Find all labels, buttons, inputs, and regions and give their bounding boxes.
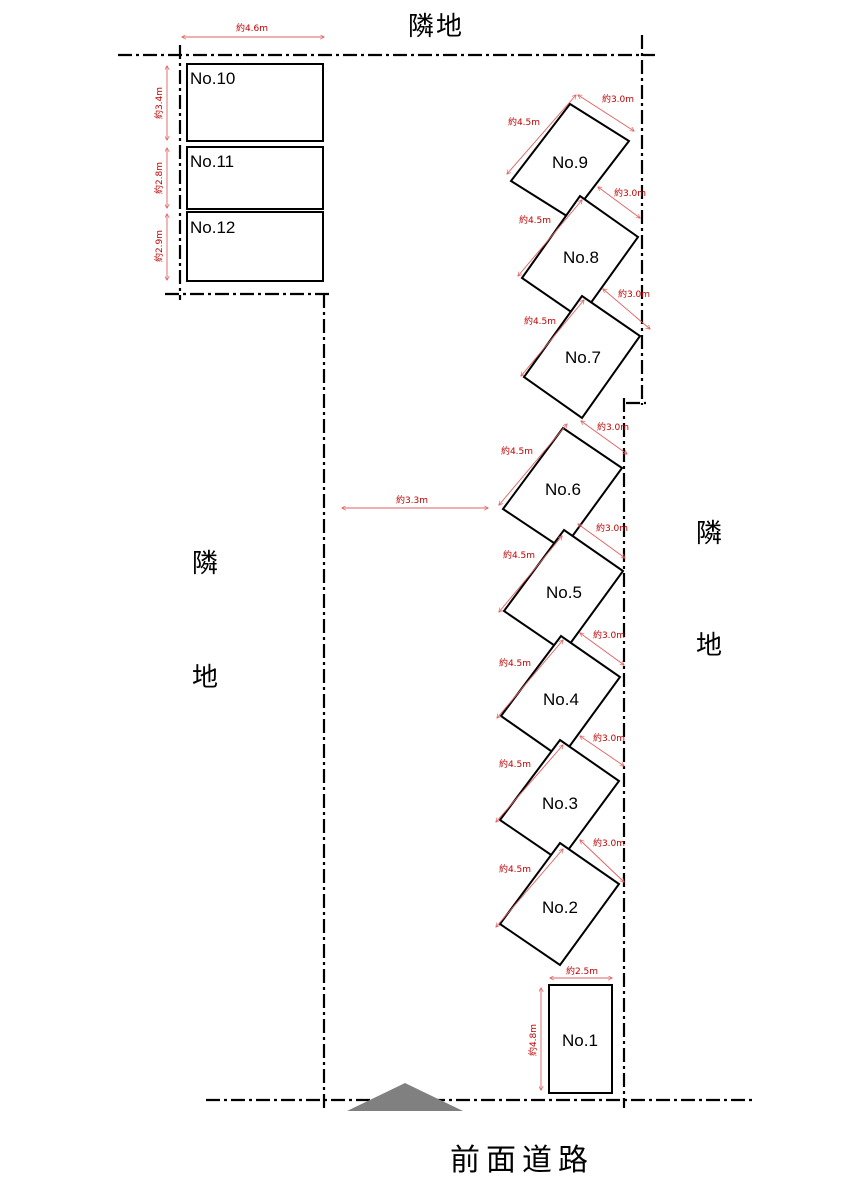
dim-no9-length: 約4.5m	[508, 116, 540, 128]
dim-no5-width: 約3.0m	[596, 522, 628, 534]
dim-no9-width: 約3.0m	[602, 93, 634, 105]
slot-no4-label: No.4	[543, 690, 579, 709]
slot-no7: No.7 約4.5m 約3.0m	[521, 288, 650, 420]
dim-no10-depth: 約3.4m	[153, 87, 165, 119]
dim-no4-width: 約3.0m	[593, 629, 625, 641]
dim-no7-width: 約3.0m	[618, 288, 650, 300]
dim-no3-width: 約3.0m	[593, 732, 625, 744]
dim-aisle: 約3.3m	[396, 494, 428, 506]
slot-no3: No.3 約4.5m 約3.0m	[496, 732, 625, 863]
slot-no3-label: No.3	[542, 794, 578, 813]
slot-no1-label: No.1	[562, 1031, 598, 1050]
slot-no1: No.1	[548, 984, 613, 1094]
dim-no8-width: 約3.0m	[614, 187, 646, 199]
slot-no9-label: No.9	[552, 153, 588, 172]
dim-no6-length: 約4.5m	[501, 445, 533, 457]
dim-no12-depth: 約2.9m	[153, 230, 165, 262]
slot-no6-label: No.6	[545, 480, 581, 499]
slot-no12: No.12	[186, 211, 324, 282]
entrance-triangle-icon	[347, 1083, 463, 1111]
label-front-road: 前面道路	[450, 1143, 594, 1178]
dim-no8-length: 約4.5m	[519, 214, 551, 226]
dim-no2-length: 約4.5m	[499, 863, 531, 875]
slot-no11-label: No.11	[190, 152, 234, 171]
slot-no7-label: No.7	[565, 348, 601, 367]
dim-no1-width: 約2.5m	[566, 965, 598, 977]
dim-top-width: 約4.6m	[236, 22, 268, 34]
slot-no10-label: No.10	[190, 69, 235, 88]
label-neighbor-left-1: 隣	[192, 549, 220, 579]
dim-no11-depth: 約2.8m	[153, 162, 165, 194]
slot-no10: No.10	[186, 63, 324, 142]
dim-no1-length: 約4.8m	[527, 1024, 539, 1056]
label-neighbor-right-2: 地	[696, 631, 724, 661]
dim-no5-length: 約4.5m	[503, 549, 535, 561]
dim-no4-length: 約4.5m	[499, 657, 531, 669]
slot-no4: No.4 約4.5m 約3.0m	[497, 629, 625, 760]
label-neighbor-right-1: 隣	[696, 519, 724, 549]
slot-no11: No.11	[186, 146, 324, 210]
slot-no2: No.2 約4.5m 約3.0m	[496, 837, 625, 967]
label-neighbor-top: 隣地	[408, 12, 464, 42]
dim-no3-length: 約4.5m	[499, 758, 531, 770]
slot-no9: No.9 約4.5m 約3.0m	[507, 93, 634, 220]
slot-no5-label: No.5	[546, 583, 582, 602]
slot-no8: No.8 約4.5m 約3.0m	[518, 187, 646, 320]
dim-no2-width: 約3.0m	[593, 837, 625, 849]
dim-no7-length: 約4.5m	[524, 315, 556, 327]
slot-no8-label: No.8	[563, 248, 599, 267]
slot-no2-label: No.2	[542, 898, 578, 917]
label-neighbor-left-2: 地	[192, 663, 220, 693]
dim-no6-width: 約3.0m	[597, 421, 629, 433]
slot-no12-label: No.12	[190, 218, 235, 237]
slot-no5: No.5 約4.5m 約3.0m	[499, 522, 628, 654]
